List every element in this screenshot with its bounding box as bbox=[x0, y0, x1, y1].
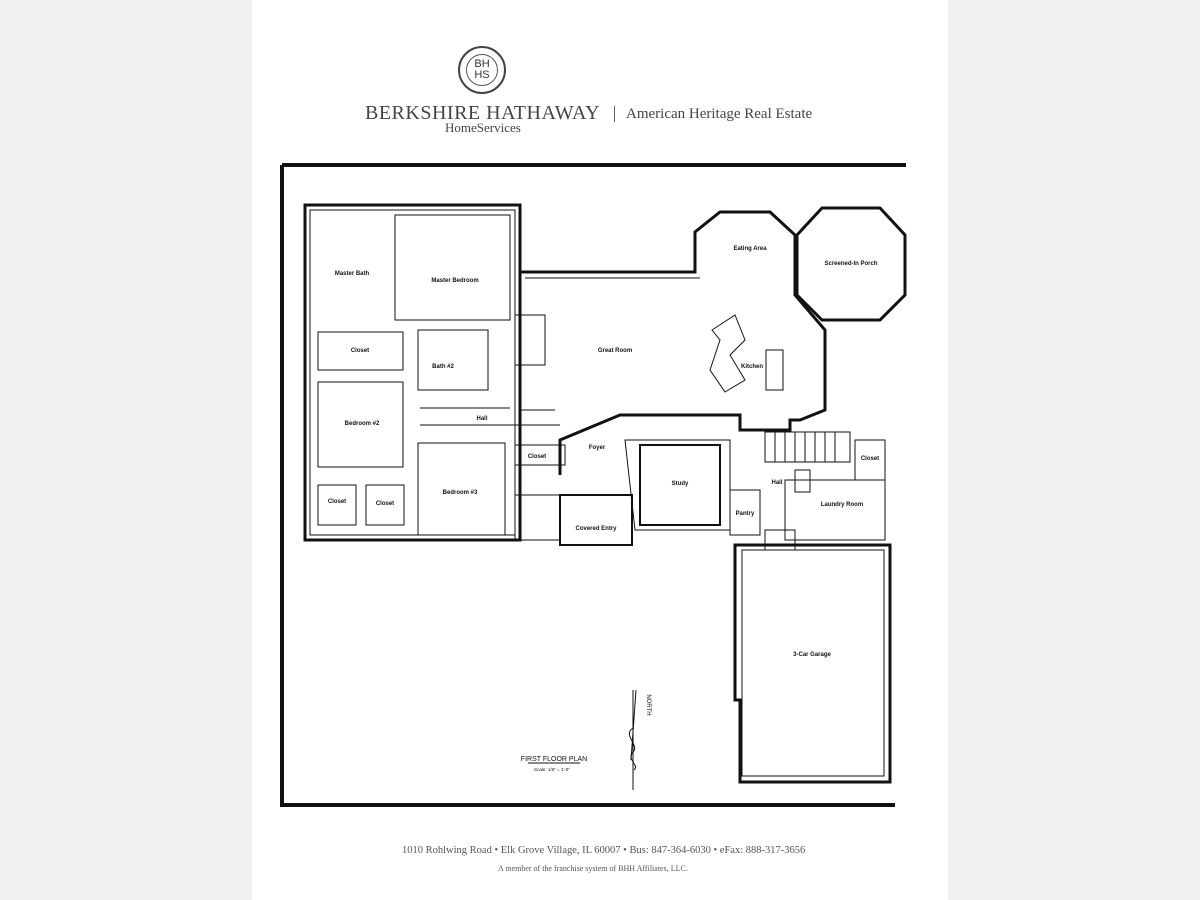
room-study: Study bbox=[672, 481, 689, 487]
floor-plan: Master Bath Master Bedroom Closet Bath #… bbox=[280, 163, 907, 807]
room-bedroom-2: Bedroom #2 bbox=[345, 421, 380, 427]
room-hall-west: Hall bbox=[476, 416, 487, 422]
room-screened-porch: Screened-In Porch bbox=[824, 261, 877, 267]
document-page bbox=[252, 0, 948, 900]
room-covered-entry: Covered Entry bbox=[575, 526, 617, 532]
logo-monogram: BH HS bbox=[466, 54, 498, 86]
franchise-notice: A member of the franchise system of BHH … bbox=[498, 864, 688, 873]
room-kitchen: Kitchen bbox=[741, 364, 763, 370]
room-hall-east: Hall bbox=[771, 480, 782, 486]
room-closet-master: Closet bbox=[351, 348, 369, 354]
brand-name: BERKSHIRE HATHAWAY bbox=[365, 102, 601, 124]
brand-subtitle: HomeServices bbox=[445, 120, 521, 135]
header-divider bbox=[614, 106, 615, 122]
room-pantry: Pantry bbox=[736, 511, 755, 517]
room-closet-east: Closet bbox=[861, 456, 879, 462]
room-bedroom-3: Bedroom #3 bbox=[443, 490, 478, 496]
bhhs-logo: BH HS bbox=[458, 46, 506, 94]
north-label: NORTH bbox=[645, 694, 651, 715]
room-closet-a: Closet bbox=[328, 499, 346, 505]
office-address: 1010 Rohlwing Road • Elk Grove Village, … bbox=[402, 845, 806, 856]
room-master-bath: Master Bath bbox=[335, 271, 370, 277]
room-garage: 3-Car Garage bbox=[793, 652, 831, 658]
room-bath-2: Bath #2 bbox=[432, 364, 454, 370]
room-master-bedroom: Master Bedroom bbox=[431, 278, 478, 284]
room-foyer: Foyer bbox=[589, 445, 606, 451]
office-name: American Heritage Real Estate bbox=[626, 106, 813, 122]
room-closet-foyer: Closet bbox=[528, 454, 546, 460]
room-closet-b: Closet bbox=[376, 501, 394, 507]
plan-title: FIRST FLOOR PLAN bbox=[521, 756, 587, 763]
room-laundry: Laundry Room bbox=[821, 502, 863, 508]
room-great-room: Great Room bbox=[598, 348, 632, 354]
room-eating-area: Eating Area bbox=[733, 246, 767, 252]
plan-scale: Scale: 1/8" = 1'-0" bbox=[534, 767, 570, 772]
